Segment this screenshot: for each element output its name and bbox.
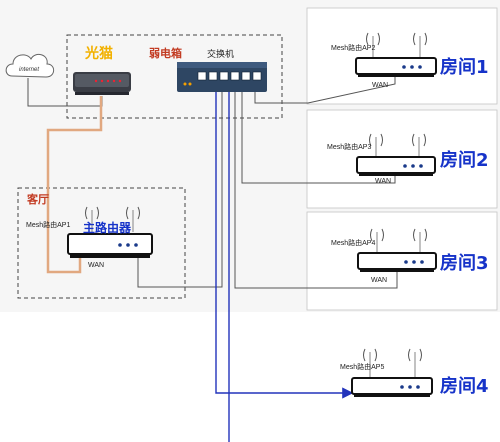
blue-cable-to-ap5 — [215, 92, 354, 399]
ap4-label: Mesh路由AP4 — [331, 240, 376, 247]
switch-to-router-cable — [137, 92, 223, 288]
ap3-wan-label: WAN — [375, 178, 392, 185]
room4-label: 房间4 — [440, 376, 489, 397]
ap3-label: Mesh路由AP3 — [327, 144, 372, 151]
switch-icon — [177, 62, 267, 92]
modem-icon — [73, 72, 131, 95]
cloud-icon — [5, 53, 55, 78]
ap5-router-icon — [351, 348, 433, 397]
living-room-label: 客厅 — [27, 194, 49, 206]
room2-label: 房间2 — [440, 150, 489, 171]
modem-to-router-cable — [46, 96, 103, 274]
ap2-wan-label: WAN — [372, 82, 389, 89]
room1-area — [306, 7, 498, 105]
internet-label: internet — [19, 67, 40, 73]
ap4-router-icon — [357, 228, 437, 272]
ap2-router-icon — [355, 32, 437, 77]
ap4-wan-label: WAN — [371, 277, 388, 284]
switch-to-room1-cable — [254, 74, 396, 104]
switch-to-room2-cable — [241, 92, 396, 184]
main-router-title: 主路由器 — [83, 221, 132, 235]
ap5-label: Mesh路由AP5 — [340, 364, 385, 371]
room1-label: 房间1 — [440, 57, 489, 78]
room3-label: 房间3 — [440, 253, 489, 274]
switch-to-room3-cable — [234, 92, 398, 289]
switch-label: 交换机 — [207, 49, 235, 59]
ap1-label: Mesh路由AP1 — [26, 222, 71, 229]
modem-label: 光猫 — [85, 45, 113, 61]
ap2-label: Mesh路由AP2 — [331, 45, 376, 52]
weak-box-label: 弱电箱 — [149, 48, 182, 60]
main-router-icon — [67, 206, 153, 258]
living-room-boundary — [17, 187, 186, 299]
ap3-router-icon — [356, 133, 436, 176]
ap1-wan-label: WAN — [88, 262, 105, 269]
weak-box-boundary — [66, 34, 283, 119]
